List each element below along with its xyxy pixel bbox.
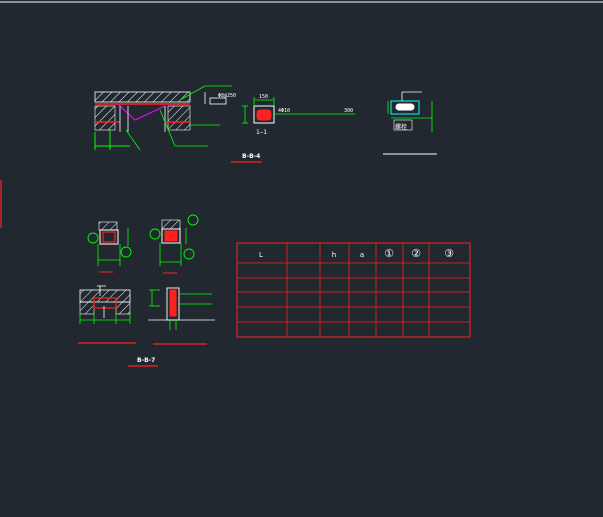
dim-300-label: 300 (344, 108, 353, 114)
right-wall-hatch (167, 105, 191, 131)
lintel-elevation-lower-left (78, 285, 136, 344)
table-header-cell: ③ (444, 247, 454, 260)
bolt-label: 螺栓 (395, 123, 407, 131)
rebar-4010-label: 4Φ10 (278, 108, 290, 114)
detail-top-caption: B-B-4 (242, 153, 260, 160)
table-outline (236, 242, 471, 338)
left-wall-hatch (94, 105, 116, 131)
hatched-slab (94, 91, 191, 103)
detail-bottom-caption: B-B-7 (137, 357, 155, 364)
table-header-cell: h (332, 251, 336, 259)
column-elevation-lower-right (148, 287, 215, 345)
table-header-cell: L (259, 251, 263, 259)
column-section-right (149, 214, 199, 274)
lintel-detail-top-left: Φ8@250 (94, 85, 236, 151)
section-outline (253, 105, 275, 124)
rebar-core (256, 109, 272, 121)
table-header-cell: ② (411, 247, 421, 260)
dim-150-label: 150 (259, 94, 268, 100)
beam-section-1-1: 150 4Φ10 300 1—1 B-B-4 (231, 94, 355, 163)
table-header-cell: ① (384, 247, 394, 260)
column-section-left (87, 221, 132, 273)
section-mark-label: 1—1 (256, 129, 267, 136)
table-header-row: L h a ① ② ③ (259, 247, 454, 260)
bolt-inset-detail: 螺栓 (383, 91, 437, 155)
table-header-cell: a (360, 251, 364, 259)
schedule-table: L h a ① ② ③ (236, 242, 471, 338)
rebar-spacing-label: Φ8@250 (218, 93, 236, 99)
